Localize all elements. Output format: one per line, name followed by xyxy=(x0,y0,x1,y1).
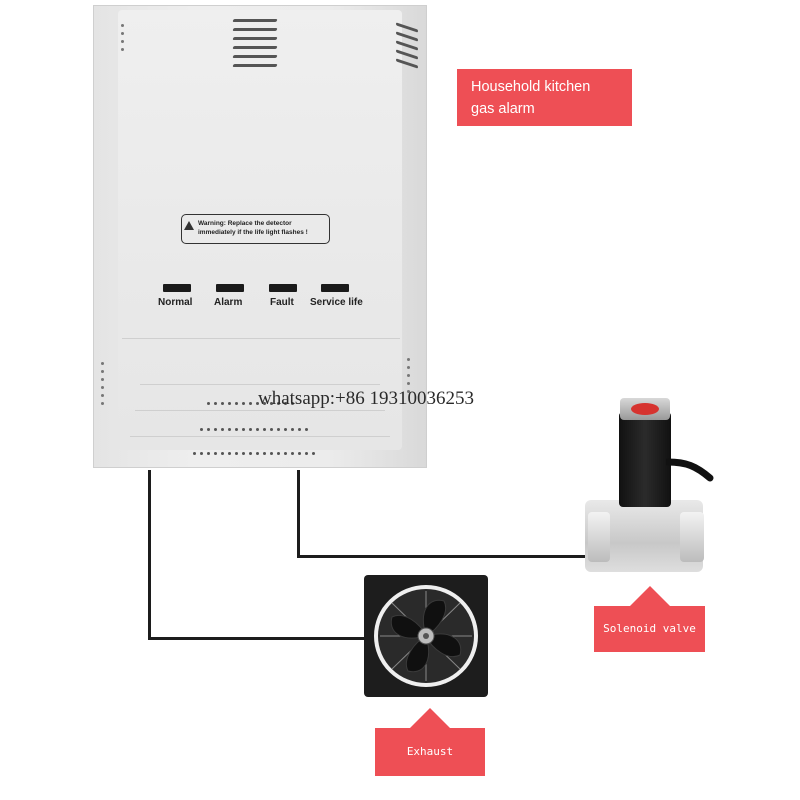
wire-to-fan-horizontal xyxy=(148,637,366,640)
warning-triangle-icon xyxy=(184,221,194,230)
title-line2: gas alarm xyxy=(471,101,535,117)
panel-groove xyxy=(140,384,380,385)
led-service-life xyxy=(321,284,349,292)
panel-groove xyxy=(122,338,400,339)
solenoid-valve-callout: Solenoid valve xyxy=(594,606,705,652)
wire-to-valve-vertical xyxy=(297,470,300,558)
valve-inlet xyxy=(588,512,610,562)
warning-text-line2: immediately if the life light flashes ! xyxy=(198,229,308,236)
gas-alarm-front-plate xyxy=(118,10,402,450)
wire-to-valve-horizontal xyxy=(297,555,587,558)
indicator-label-service-life: Service life xyxy=(310,297,363,308)
product-title-callout: Household kitchen gas alarm xyxy=(457,69,632,126)
whatsapp-watermark: whatsapp:+86 19310036253 xyxy=(258,388,475,409)
speaker-vent-row xyxy=(207,392,298,405)
top-dots-left xyxy=(121,24,124,56)
solenoid-coil xyxy=(619,412,671,507)
led-alarm xyxy=(216,284,244,292)
panel-groove xyxy=(130,436,390,437)
side-dots-left xyxy=(101,362,104,410)
exhaust-callout-pointer xyxy=(408,708,452,730)
fan-blades-icon xyxy=(380,591,472,681)
valve-cable-icon xyxy=(666,458,714,482)
valve-indicator-window xyxy=(631,403,659,415)
valve-outlet xyxy=(680,512,704,562)
indicator-label-alarm: Alarm xyxy=(214,297,243,308)
warning-label: Warning: Replace the detector immediatel… xyxy=(181,214,330,244)
speaker-vent-row xyxy=(200,418,312,431)
indicator-label-normal: Normal xyxy=(158,297,193,308)
panel-groove xyxy=(135,410,385,411)
speaker-vent-row xyxy=(193,442,319,455)
valve-callout-pointer xyxy=(628,586,672,608)
indicator-label-fault: Fault xyxy=(270,297,294,308)
wire-to-fan-vertical xyxy=(148,470,151,640)
warning-text-line1: Warning: Replace the detector xyxy=(198,220,292,227)
exhaust-callout: Exhaust xyxy=(375,728,485,776)
side-dots-right xyxy=(407,358,410,398)
title-line1: Household kitchen xyxy=(471,79,591,95)
led-fault xyxy=(269,284,297,292)
led-normal xyxy=(163,284,191,292)
